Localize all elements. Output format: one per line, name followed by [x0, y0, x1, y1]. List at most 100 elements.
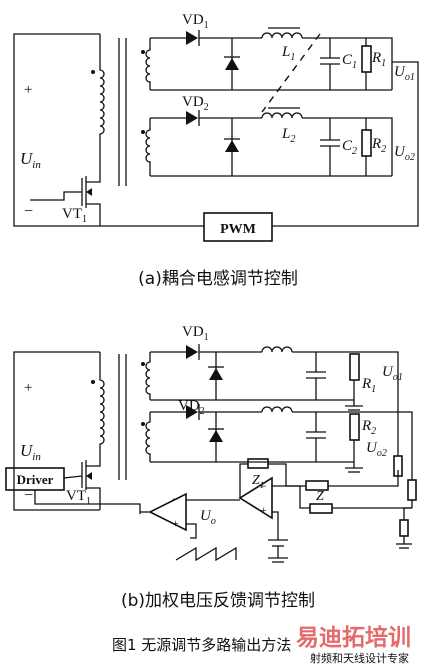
- l2-a: L2: [281, 126, 295, 145]
- dot-sec2-b: [141, 422, 145, 426]
- uo-b: Uo: [200, 508, 216, 527]
- r2-resistor-a: [361, 129, 372, 157]
- sawtooth-wave: [175, 546, 237, 562]
- uo2-b: Uo2: [366, 440, 387, 459]
- uo1-b: Uo1: [382, 364, 403, 383]
- caption-a: (a)耦合电感调节控制: [138, 269, 298, 289]
- l1-a: L1: [281, 44, 295, 63]
- dot-primary-b: [91, 380, 95, 384]
- z-right-top: [328, 470, 399, 487]
- l2-coil-a: [261, 112, 303, 119]
- div-bottom-wire: [403, 507, 412, 520]
- r1-a: R1: [371, 50, 386, 69]
- r2-a: R2: [371, 136, 386, 155]
- comp-minus: −: [172, 492, 179, 506]
- caption-b: (b)加权电压反馈调节控制: [121, 591, 315, 611]
- dot-primary-a: [91, 70, 95, 74]
- uo1-a: Uo1: [394, 64, 415, 83]
- sec2-out-wire-a: [302, 117, 393, 176]
- vt1-a: VT1: [62, 206, 87, 225]
- primary-winding-a: [99, 34, 105, 170]
- vd1-diode-a: [186, 31, 198, 45]
- uin-b: Uin: [20, 441, 41, 463]
- uo2-tap-wire: [354, 411, 413, 480]
- fw2-diode-a: [225, 140, 239, 152]
- secondary-2-a: [145, 118, 151, 176]
- circuit-b: + − Uin VT1 Driver − + Uo − +: [5, 324, 417, 563]
- plus-a: +: [24, 82, 32, 98]
- vt1-b: VT1: [66, 488, 91, 507]
- secondary-1-b: [145, 352, 151, 400]
- comp-plus-wire: [186, 523, 197, 539]
- uo1-tap-wire: [354, 351, 399, 456]
- vd2-diode-a: [186, 111, 198, 125]
- vd1-b: VD1: [182, 324, 209, 343]
- vd2-diode-b: [186, 405, 198, 419]
- driver-input-wire: [34, 490, 141, 514]
- comp-plus: +: [172, 516, 179, 530]
- fw1-diode-b: [209, 368, 223, 380]
- watermark-sub: 射频和天线设计专家: [310, 651, 409, 665]
- l1-coil-a: [261, 32, 303, 39]
- c1-a: C1: [342, 52, 357, 71]
- ea-plus: +: [260, 503, 267, 517]
- figure-caption: 图1 无源调节多路输出方法: [112, 636, 291, 654]
- sec1-out-wire-a: [302, 37, 393, 90]
- mosfet-arrow-a: [86, 188, 92, 196]
- watermark-main: 易迪拓培训: [296, 624, 411, 651]
- vd2-a: VD2: [182, 94, 209, 113]
- c2-a: C2: [342, 138, 357, 157]
- r2-resistor-b: [349, 413, 360, 441]
- div-r-uo1: [393, 455, 403, 477]
- input-loop-a: [13, 33, 100, 227]
- r2-b: R2: [361, 418, 376, 437]
- dot-sec1-b: [141, 362, 145, 366]
- coupling-dash-a: [261, 33, 321, 113]
- fw1-diode-a: [225, 58, 239, 70]
- z1-left-wire: [239, 463, 248, 498]
- ea-minus: −: [260, 479, 267, 493]
- error-amp: [238, 476, 273, 520]
- ea-plus-wire: [272, 511, 279, 540]
- uo2-a: Uo2: [394, 144, 415, 163]
- r1-b: R1: [361, 376, 376, 395]
- vd1-diode-b: [186, 345, 198, 359]
- mosfet-source-b: [86, 487, 101, 510]
- uin-a: Uin: [20, 149, 41, 171]
- div-r-uo2: [407, 479, 417, 501]
- comparator: [148, 492, 187, 532]
- z1-label: Z1: [252, 473, 264, 490]
- r1-resistor-a: [361, 45, 372, 73]
- z-box-bottom: [309, 503, 333, 514]
- dot-sec2-a: [141, 130, 145, 134]
- primary-winding-b: [99, 352, 105, 456]
- z1-right-wire: [268, 463, 287, 486]
- z1-box: [247, 458, 269, 469]
- plus-b: +: [24, 380, 32, 396]
- pwm-box: [203, 212, 273, 242]
- div-r-gnd: [399, 519, 409, 537]
- mosfet-arrow-b: [86, 472, 92, 480]
- fw2-diode-b: [209, 430, 223, 442]
- dot-sec1-a: [141, 50, 145, 54]
- mosfet-source-a: [86, 203, 101, 226]
- z-label: Z: [316, 489, 324, 504]
- mosfet-drain-a: [86, 170, 101, 183]
- watermark-logo: 易迪拓培训 射频和天线设计专家: [296, 624, 411, 665]
- input-loop-b: [13, 351, 100, 511]
- mosfet-drain-b: [86, 456, 101, 467]
- secondary-1-a: [145, 38, 151, 90]
- minus-b: −: [24, 487, 33, 504]
- secondary-2-b: [145, 412, 151, 462]
- z-left-bottom: [299, 486, 310, 509]
- driver-label: Driver: [17, 472, 54, 487]
- gate-lead-a: [30, 191, 82, 201]
- vd1-a: VD1: [182, 12, 209, 31]
- minus-a: −: [24, 203, 33, 220]
- driver-to-gate: [63, 475, 83, 479]
- l1-coil-b: [261, 346, 293, 353]
- pwm-feedback-wire: [272, 61, 419, 227]
- r1-resistor-b: [349, 353, 360, 381]
- pwm-label: PWM: [220, 222, 256, 237]
